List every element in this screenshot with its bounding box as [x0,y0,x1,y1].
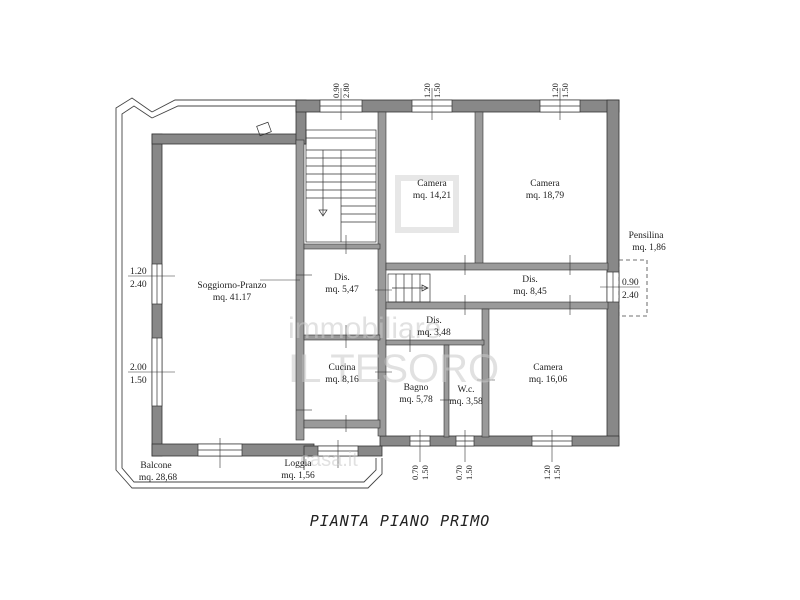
room-area-wc: mq. 3,58 [449,397,483,407]
room-name-camera-1: Camera [417,179,447,189]
room-area-dis-3: mq. 3,48 [417,328,451,338]
dim-bottom-wc-width: 0.70 [454,465,464,480]
room-area-camera-3: mq. 16,06 [529,375,568,385]
staircase [256,121,431,303]
watermark-line3: casa.it [300,449,358,471]
room-area-balcone: mq. 28,68 [139,473,178,483]
room-area-bagno: mq. 5,78 [399,395,433,405]
dim-top-stair-width: 0.90 [331,83,341,98]
interior-walls [295,111,609,441]
dimension-ticks [128,88,640,468]
room-area-dis-1: mq. 5,47 [325,285,359,295]
room-name-dis-1: Dis. [334,273,350,283]
balcony-outline [115,97,383,489]
room-name-balcone: Balcone [140,461,171,471]
room-name-bagno: Bagno [404,383,429,393]
dim-top-cam1-height: 1.50 [432,83,442,98]
room-area-cucina: mq. 8,16 [325,375,359,385]
opening-dimensions: 1.20 2.40 2.00 1.50 0.90 2.40 0.90 2.80 … [130,83,639,480]
room-area-camera-2: mq. 18,79 [526,191,565,201]
room-name-cucina: Cucina [329,363,357,373]
dim-right-dis-height: 2.40 [622,291,639,301]
dim-top-cam2-height: 1.50 [560,83,570,98]
dim-right-dis-width: 0.90 [622,278,639,288]
pensilina-outline [618,259,648,317]
room-name-dis-3: Dis. [426,316,442,326]
dim-left-upper-height: 2.40 [130,280,147,290]
dim-bottom-cam3-height: 1.50 [552,465,562,480]
room-area-pensilina: mq. 1,86 [632,243,666,253]
room-name-camera-2: Camera [530,179,560,189]
plan-caption: PIANTA PIANO PRIMO [309,512,491,530]
dim-left-lower-width: 2.00 [130,363,147,373]
room-name-pensilina: Pensilina [629,231,665,241]
room-name-soggiorno: Soggiorno-Pranzo [197,281,266,291]
room-labels: Soggiorno-Pranzo mq. 41.17 Camera mq. 14… [139,179,666,483]
room-area-camera-1: mq. 14,21 [413,191,452,201]
room-name-loggia: Loggia [285,459,313,469]
dim-left-lower-height: 1.50 [130,376,147,386]
dim-top-cam1-width: 1.20 [422,83,432,98]
room-name-dis-2: Dis. [522,275,538,285]
dim-bottom-bagno-width: 0.70 [410,465,420,480]
room-area-loggia: mq. 1,56 [281,471,315,481]
dim-top-cam2-width: 1.20 [550,83,560,98]
watermark: immobiliare IL TESORO casa.it [288,175,499,471]
dim-bottom-cam3-width: 1.20 [542,465,552,480]
dim-left-upper-width: 1.20 [130,267,147,277]
room-name-camera-3: Camera [533,363,563,373]
dim-bottom-wc-height: 1.50 [464,465,474,480]
dim-bottom-bagno-height: 1.50 [420,465,430,480]
room-name-wc: W.c. [457,385,474,395]
room-area-soggiorno: mq. 41.17 [213,293,252,303]
room-area-dis-2: mq. 8,45 [513,287,547,297]
dim-top-stair-height: 2.80 [341,83,351,98]
watermark-line2: IL TESORO [288,347,499,391]
watermark-line1: immobiliare [288,312,441,345]
